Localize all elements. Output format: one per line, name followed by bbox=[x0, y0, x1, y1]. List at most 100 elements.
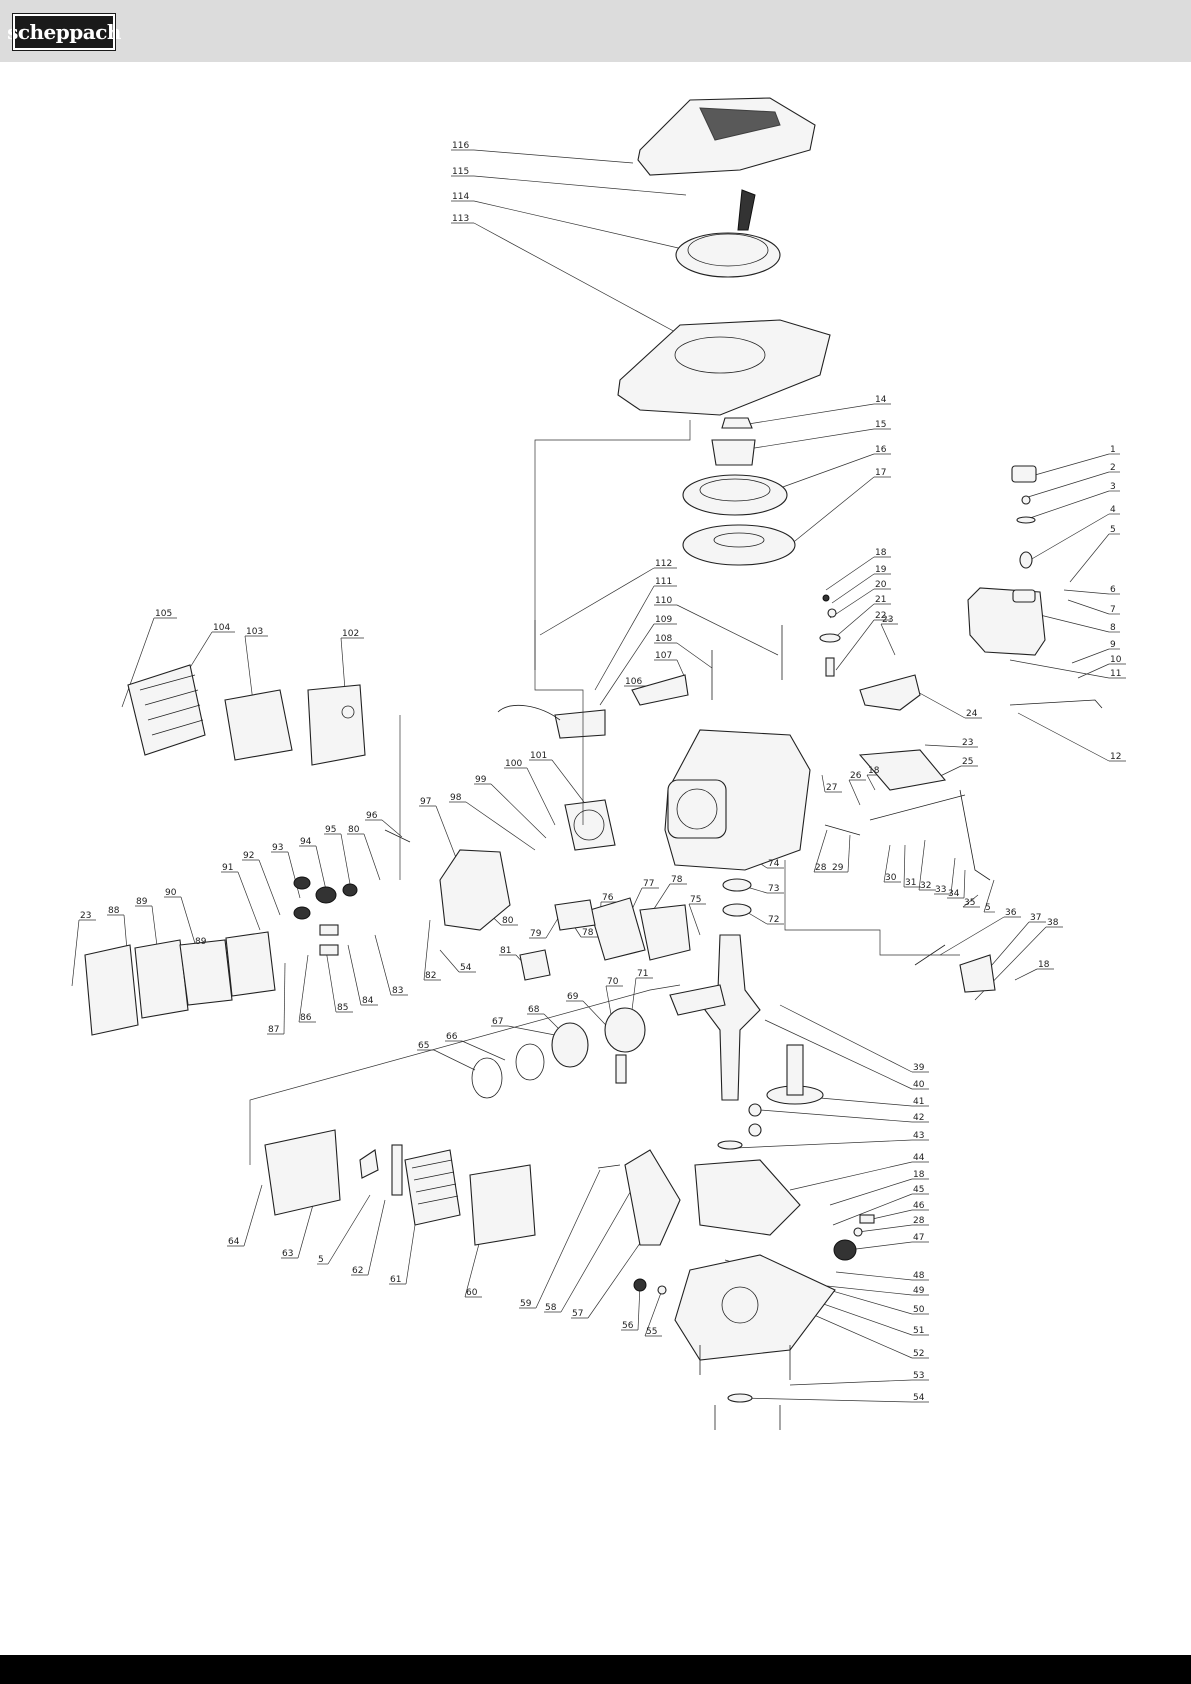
leader-line bbox=[315, 845, 327, 891]
part-number-label: 79 bbox=[530, 929, 542, 939]
leader-line bbox=[903, 844, 906, 888]
part-number-label: 24 bbox=[966, 709, 978, 719]
part-number-label: 74 bbox=[768, 859, 780, 869]
part-number-label: 88 bbox=[108, 906, 120, 916]
part-number-label: 20 bbox=[875, 580, 887, 590]
piston bbox=[604, 1007, 646, 1053]
part-number-label: 82 bbox=[425, 971, 436, 981]
leader-line bbox=[832, 1193, 913, 1226]
part-number-label: 21 bbox=[875, 595, 886, 605]
crankshaft bbox=[704, 934, 761, 1101]
leader-line bbox=[734, 1139, 913, 1149]
part-number-label: 92 bbox=[243, 851, 254, 861]
leader-line bbox=[433, 1049, 476, 1071]
part-number-label: 81 bbox=[500, 946, 511, 956]
part-number-label: 111 bbox=[655, 577, 672, 587]
leader-line bbox=[741, 428, 875, 451]
fuel-tank bbox=[967, 587, 1046, 656]
part-number-label: 78 bbox=[582, 928, 594, 938]
part-number-label: 9 bbox=[1110, 640, 1116, 650]
part-number-label: 10 bbox=[1110, 655, 1122, 665]
leader-line bbox=[1029, 490, 1110, 519]
part-number-label: 80 bbox=[348, 825, 360, 835]
part-number-label: 22 bbox=[875, 611, 886, 621]
part-number-label: 38 bbox=[1047, 918, 1059, 928]
part-number-label: 91 bbox=[222, 863, 233, 873]
leader-line bbox=[739, 1397, 913, 1403]
leader-line bbox=[847, 1241, 913, 1251]
part-number-label: 58 bbox=[545, 1303, 557, 1313]
fan-housing bbox=[617, 319, 831, 416]
part-number-label: 93 bbox=[272, 843, 283, 853]
part-number-label: 2 bbox=[1110, 463, 1116, 473]
part-number-label: 19 bbox=[875, 565, 887, 575]
oil-filler-tube bbox=[624, 1149, 681, 1246]
part-number-label: 45 bbox=[913, 1185, 924, 1195]
leader-line bbox=[363, 833, 381, 881]
leader-line bbox=[984, 921, 1030, 974]
valve-cover bbox=[84, 944, 139, 1036]
part-number-label: 23 bbox=[962, 738, 973, 748]
part-number-label: 113 bbox=[452, 214, 469, 224]
leader-line bbox=[473, 222, 691, 341]
part-number-label: 100 bbox=[505, 759, 522, 769]
part-number-label: 15 bbox=[875, 420, 886, 430]
leader-line bbox=[381, 819, 403, 838]
coil-cover bbox=[631, 674, 689, 706]
leader-line bbox=[465, 801, 536, 851]
leader-line bbox=[789, 476, 875, 546]
part-number-label: 36 bbox=[1005, 908, 1017, 918]
leader-line bbox=[298, 954, 309, 1023]
part-number-label: 23 bbox=[882, 615, 893, 625]
leader-line bbox=[759, 1109, 913, 1123]
leader-line bbox=[631, 977, 637, 1011]
air-filter-element bbox=[404, 1149, 461, 1226]
leader-line bbox=[1014, 968, 1038, 981]
leader-line bbox=[779, 453, 875, 489]
part-number-label: 110 bbox=[655, 596, 672, 606]
part-number-label: 48 bbox=[913, 1271, 925, 1281]
part-number-label: 18 bbox=[1038, 960, 1050, 970]
page-header: scheppach bbox=[0, 0, 1191, 62]
leader-line bbox=[764, 1019, 913, 1090]
leader-line bbox=[831, 573, 875, 604]
leader-line bbox=[347, 944, 362, 1006]
part-number-label: 41 bbox=[913, 1097, 924, 1107]
leader-line bbox=[461, 1040, 506, 1061]
part-number-label: 75 bbox=[690, 895, 701, 905]
part-number-label: 31 bbox=[905, 878, 916, 888]
part-number-label: 80 bbox=[502, 916, 514, 926]
leader-line bbox=[526, 767, 556, 826]
part-number-label: 99 bbox=[475, 775, 487, 785]
leader-line bbox=[835, 1271, 913, 1281]
part-number-label: 46 bbox=[913, 1201, 925, 1211]
part-number-label: 78 bbox=[671, 875, 683, 885]
part-number-label: 4 bbox=[1110, 505, 1116, 515]
cooling-fan bbox=[682, 474, 788, 516]
leader-line bbox=[473, 149, 634, 164]
breather-cover bbox=[179, 939, 233, 1006]
ignition-coil bbox=[554, 709, 606, 739]
part-number-label: 68 bbox=[528, 1005, 540, 1015]
part-number-label: 39 bbox=[913, 1063, 925, 1073]
part-number-label: 69 bbox=[567, 992, 579, 1002]
leader-line bbox=[644, 1289, 663, 1337]
part-number-label: 52 bbox=[913, 1349, 924, 1359]
cylinder-head bbox=[439, 849, 511, 931]
leader-line bbox=[473, 175, 687, 196]
leader-line bbox=[813, 829, 828, 873]
part-number-label: 115 bbox=[452, 167, 469, 177]
part-number-label: 102 bbox=[342, 629, 359, 639]
part-number-label: 57 bbox=[572, 1309, 583, 1319]
muffler-guard bbox=[127, 664, 206, 756]
leader-line bbox=[367, 1199, 386, 1276]
leader-line bbox=[676, 642, 713, 669]
leader-line bbox=[1029, 513, 1110, 561]
part-number-label: 105 bbox=[155, 609, 172, 619]
leader-line bbox=[939, 916, 1005, 956]
part-number-label: 54 bbox=[460, 963, 472, 973]
leader-line bbox=[551, 759, 591, 811]
part-number-label: 1 bbox=[1110, 445, 1116, 455]
leader-line bbox=[789, 1161, 913, 1191]
leader-line bbox=[983, 879, 995, 913]
